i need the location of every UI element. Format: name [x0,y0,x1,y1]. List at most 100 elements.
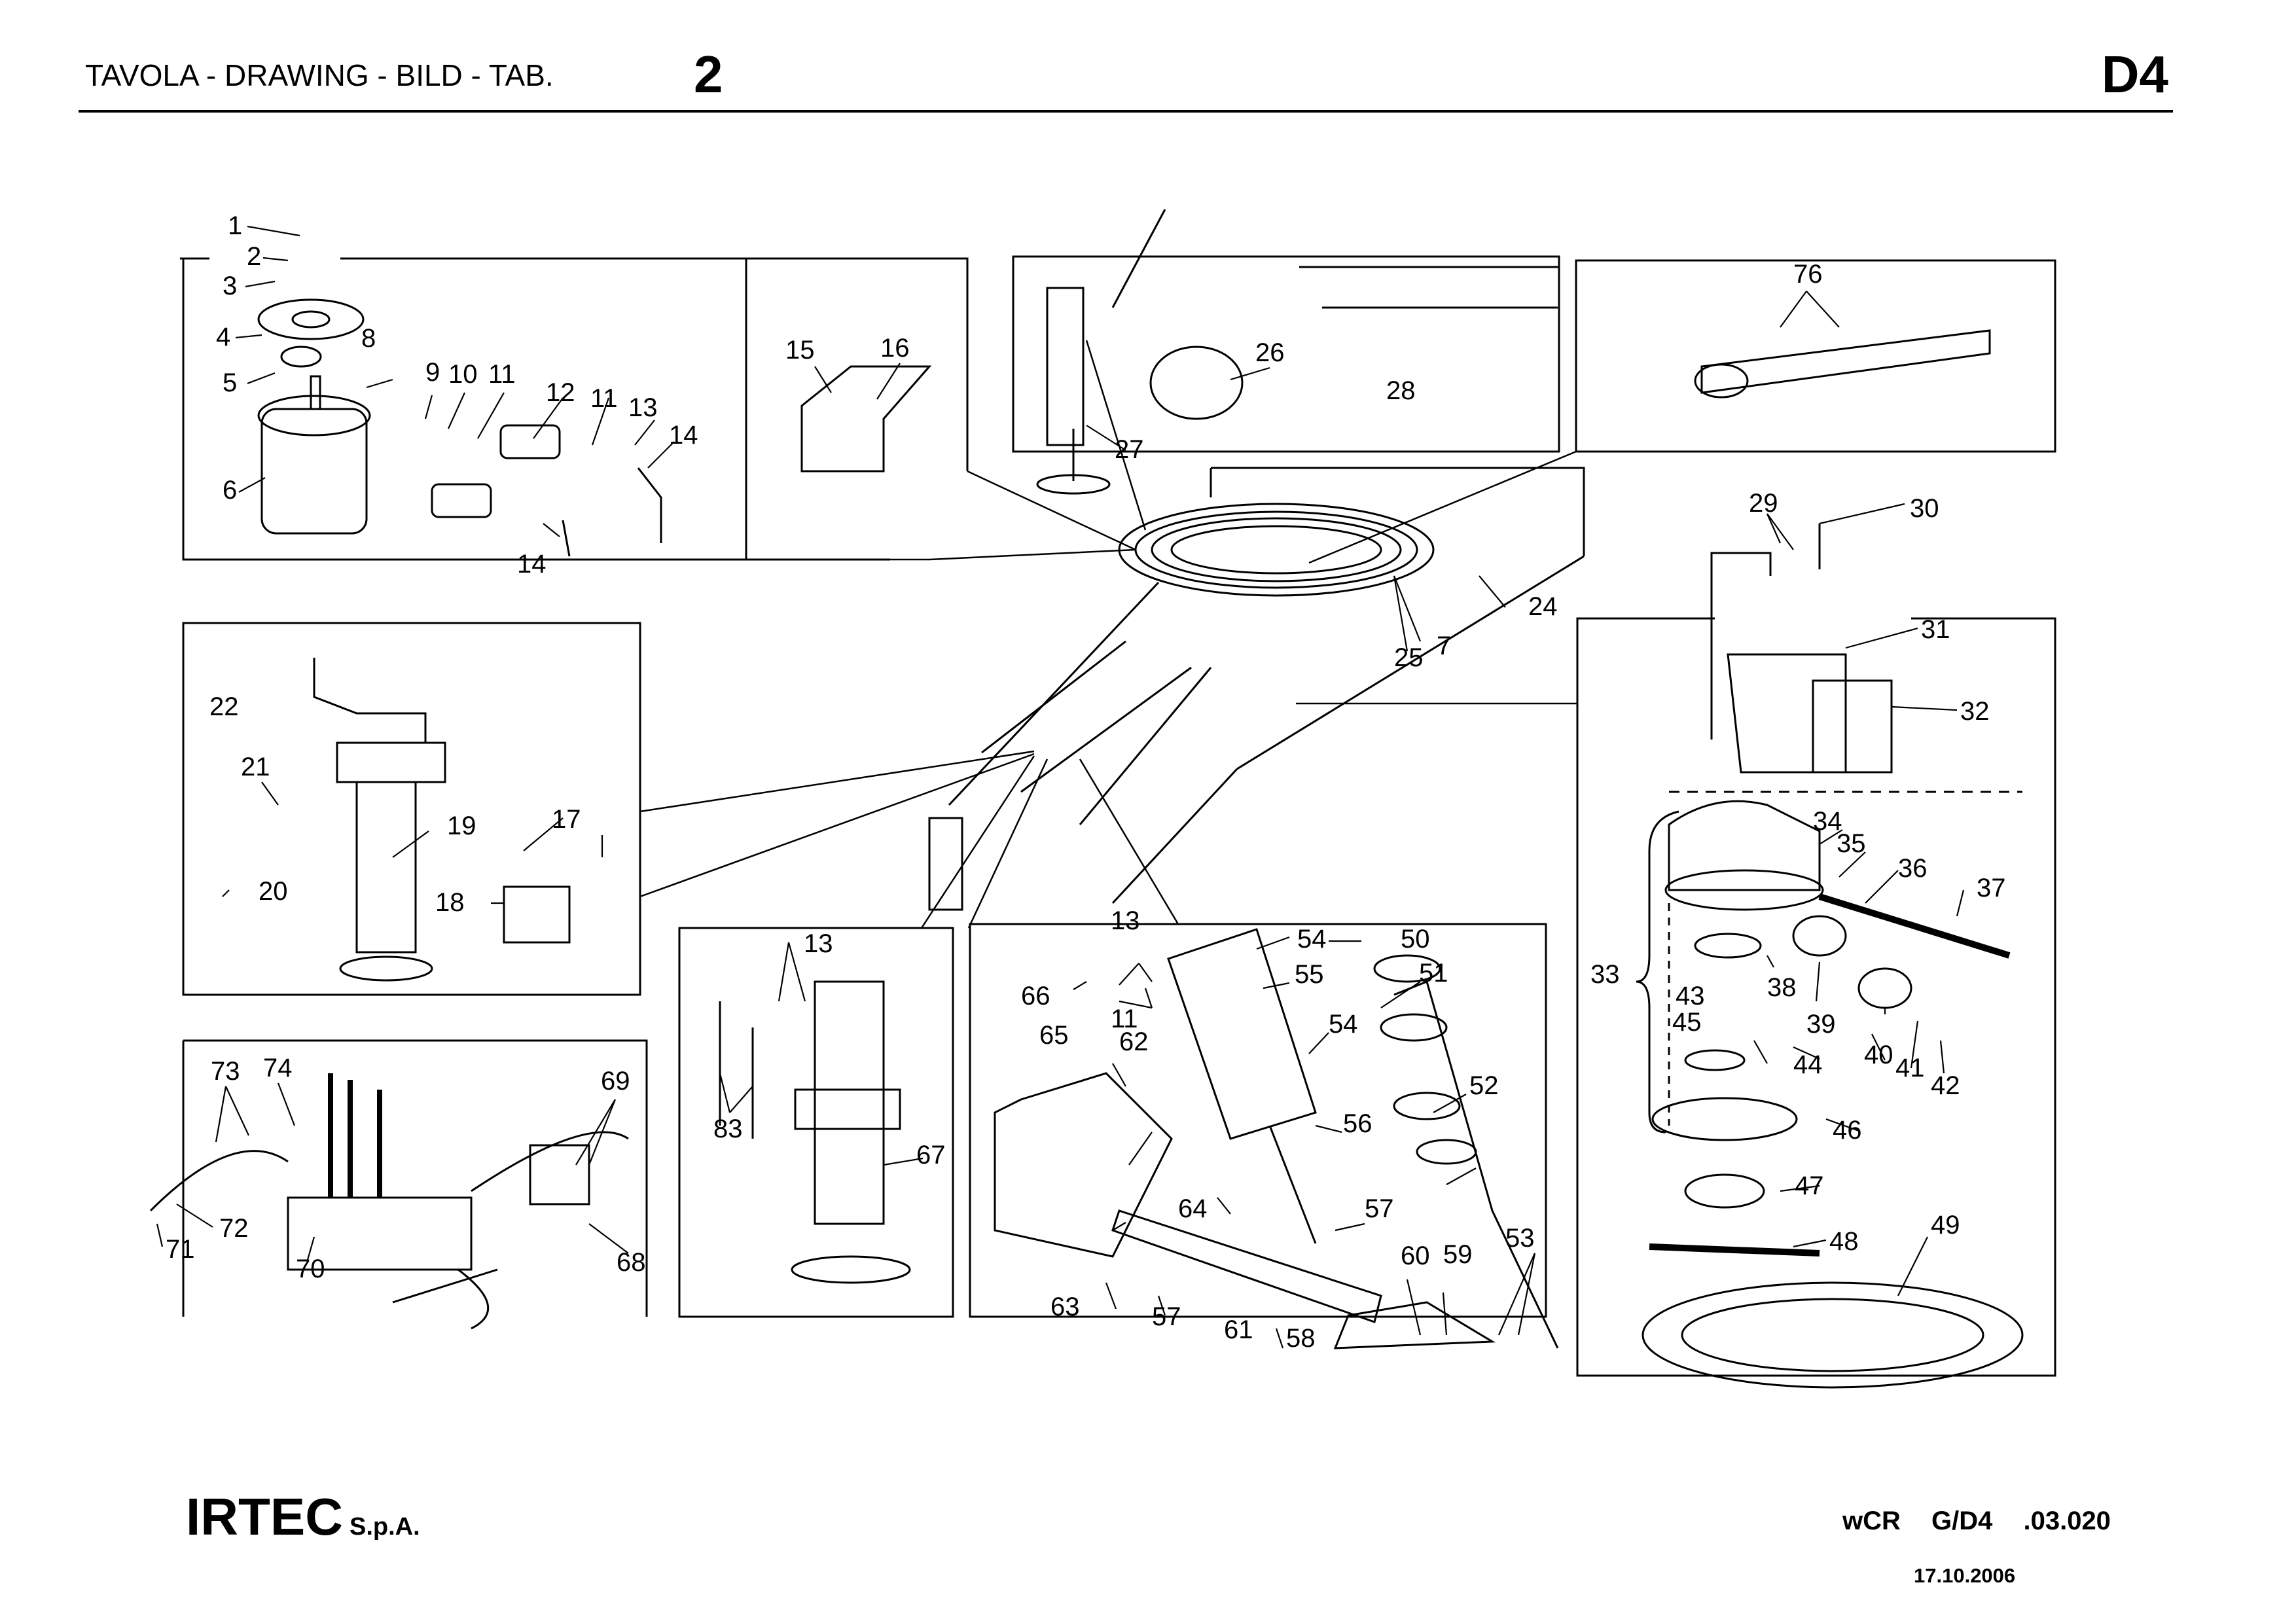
callout-33: 33 [1590,960,1620,989]
crank-handle [1710,524,1821,740]
callout-57b: 57 [1152,1302,1181,1331]
callout-21: 21 [241,753,270,781]
callout-37: 37 [1977,874,2006,902]
callout-71: 71 [166,1235,195,1264]
callout-54b: 54 [1329,1010,1358,1039]
panel-leader-lines [639,340,1577,929]
callout-6: 6 [223,476,237,505]
spring-piston [1393,980,1559,1349]
panel-motor-frame [180,257,831,561]
callout-46: 46 [1833,1116,1862,1145]
plate-58 [1333,1301,1496,1349]
callout-26: 26 [1255,338,1285,367]
bracket-65 [994,1072,1173,1258]
callout-18: 18 [435,888,465,917]
callout-62: 62 [1119,1027,1149,1056]
callout-73: 73 [211,1057,240,1086]
callout-12: 12 [546,378,575,407]
panel-control-frame [182,1039,648,1317]
cover-32 [1812,679,1893,774]
callout-48: 48 [1829,1227,1859,1256]
callout-30: 30 [1910,494,1939,523]
callout-47: 47 [1795,1171,1824,1200]
callout-24: 24 [1528,592,1558,621]
support-jack-27 [1046,287,1085,446]
callout-2: 2 [247,242,261,271]
callout-7: 7 [1437,632,1451,660]
gear-box-31 [1727,653,1847,774]
callout-15: 15 [785,336,815,365]
worm-shaft-36 [1818,893,2011,959]
callout-66: 66 [1021,982,1050,1010]
support-jack-67 [814,980,885,1225]
chassis-sketch [928,467,1585,911]
callout-83: 83 [713,1115,743,1143]
mount-bracket [800,365,932,473]
hydraulic-valve-lower [431,483,492,518]
callout-11b: 11 [590,384,618,413]
hydraulic-motor [260,408,368,535]
control-valve-block [287,1196,473,1271]
panel-bracket-frame [746,257,969,561]
callout-13c: 13 [1111,906,1140,935]
document-date: 17.10.2006 [1914,1564,2016,1587]
callout-3: 3 [223,272,237,300]
plate-46 [1651,1097,1798,1141]
header-rule [79,110,2173,113]
callout-57a: 57 [1365,1194,1394,1223]
callout-67: 67 [916,1141,946,1169]
panel-jack67-frame [678,927,954,1318]
manual-jack-19 [336,741,446,783]
callout-16: 16 [880,334,910,363]
callout-4: 4 [216,323,230,351]
callout-69: 69 [601,1067,630,1096]
callout-11a: 11 [488,360,516,389]
part-sketches [149,209,2024,1389]
label-leader-lines [156,225,1965,1349]
callout-65: 65 [1039,1021,1069,1050]
callout-68: 68 [617,1248,646,1277]
hose-14 [637,467,662,543]
callout-56: 56 [1343,1109,1372,1138]
callout-32: 32 [1960,697,1990,726]
callout-76: 76 [1793,260,1823,289]
seal-kit-bag [1149,346,1244,420]
callout-55: 55 [1295,960,1324,989]
callout-58: 58 [1286,1324,1316,1353]
company-suffix: S.p.A. [350,1513,420,1541]
callout-40: 40 [1864,1041,1893,1069]
callout-29: 29 [1749,489,1778,518]
callout-25: 25 [1394,643,1424,672]
callout-27: 27 [1115,435,1144,464]
callout-53: 53 [1505,1224,1535,1253]
callout-54a: 54 [1297,925,1327,954]
shim-blocks [529,1144,590,1205]
table-number: 2 [694,45,723,103]
callout-10: 10 [448,360,478,389]
page-code: D4 [2101,45,2168,103]
callout-59: 59 [1443,1240,1473,1269]
document-reference: wCR G/D4 .03.020 [1842,1507,2111,1535]
callout-14a: 14 [669,421,698,450]
callout-74: 74 [263,1054,293,1082]
callout-61: 61 [1224,1315,1253,1344]
callout-64: 64 [1178,1194,1208,1223]
callout-11c: 11 [1111,1005,1138,1033]
callout-19: 19 [447,812,476,840]
callout-39: 39 [1806,1010,1836,1039]
callout-8: 8 [361,324,376,353]
panel-cylinder-frame [969,923,1547,1318]
callout-20: 20 [259,877,288,906]
callout-31: 31 [1921,615,1950,644]
callout-43: 43 [1676,982,1705,1010]
part-callouts: 1 2 3 4 5 6 7 8 9 10 11 11 11 12 13 13 1… [166,211,2006,1353]
callout-35: 35 [1837,829,1866,858]
callout-28: 28 [1386,376,1416,405]
gear-43 [1694,933,1762,959]
hydraulic-cylinder [1167,928,1317,1140]
callout-50: 50 [1401,925,1430,954]
chain-48 [1649,1243,1820,1257]
panel-manual-jack-frame [182,622,641,996]
